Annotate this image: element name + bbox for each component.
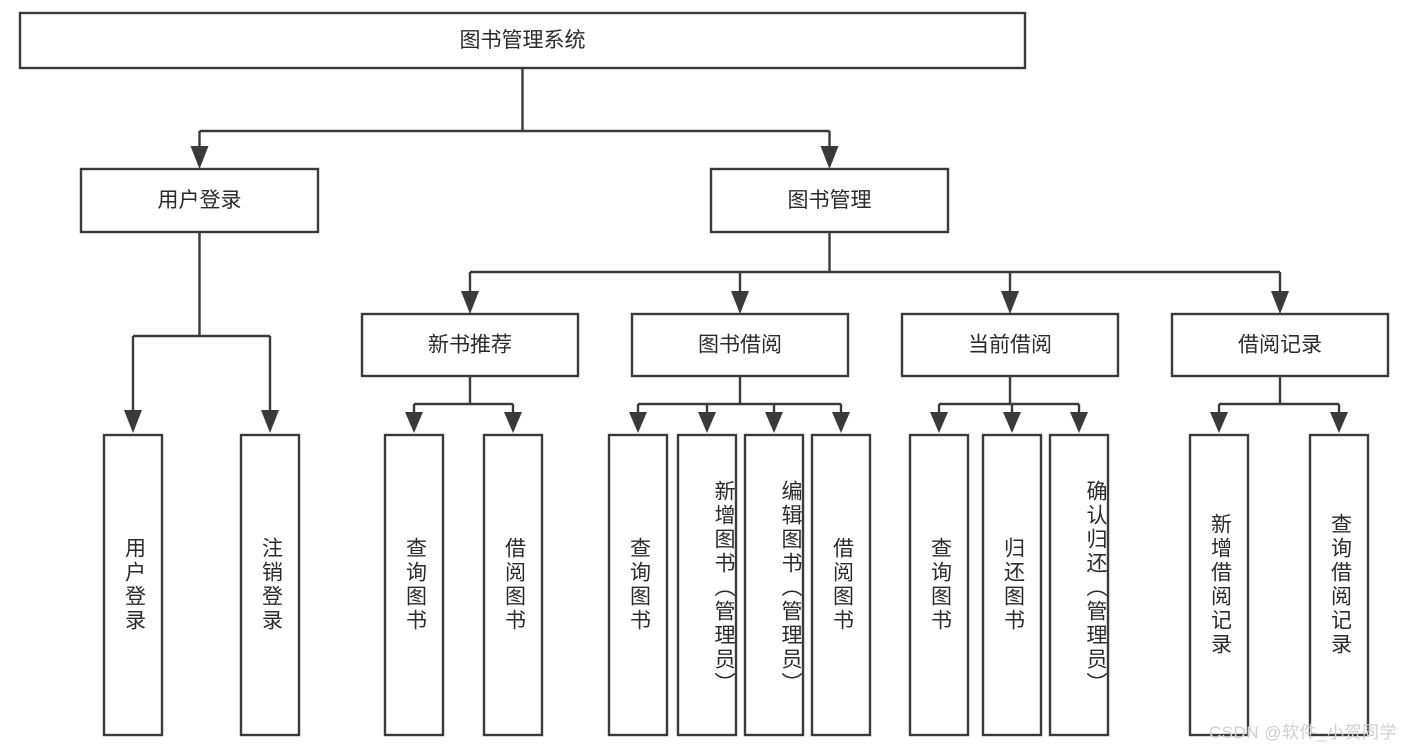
leaf-box-return-book[interactable] [981, 433, 1043, 737]
arrow-icon-book-manage [820, 146, 839, 169]
node-root[interactable]: 图书管理系统 [18, 11, 1027, 70]
leaf-box-borrow-book-2[interactable] [810, 433, 872, 737]
node-borrow-records-box[interactable] [1170, 312, 1390, 378]
arrow-icon-borrow [731, 291, 749, 314]
leaf-box-confirm-return[interactable] [1048, 433, 1110, 737]
node-user-login[interactable]: 用户登录 [79, 167, 320, 234]
leaf-box-add-book[interactable] [676, 433, 738, 737]
node-root-label: 图书管理系统 [460, 29, 586, 52]
node-new-book-recommend-label: 新书推荐 [428, 334, 512, 357]
node-user-login-label: 用户登录 [158, 189, 242, 212]
leaf-box-add-record[interactable] [1188, 433, 1250, 737]
node-book-manage-label: 图书管理 [788, 189, 872, 212]
leaf-box-group [102, 433, 1370, 737]
leaf-box-query-record[interactable] [1308, 433, 1370, 737]
arrow-icon-leaf-12 [1210, 412, 1228, 433]
arrow-icon-current [1001, 291, 1019, 314]
leaf-box-edit-book[interactable] [743, 433, 805, 737]
node-book-borrow[interactable]: 图书借阅 [630, 312, 850, 378]
arrow-icon-leaf-3 [405, 412, 423, 433]
connector-group [131, 68, 1341, 412]
node-current-borrow-label: 当前借阅 [968, 334, 1052, 357]
node-current-borrow[interactable]: 当前借阅 [900, 312, 1120, 378]
arrowhead-group [124, 146, 1348, 433]
arrow-icon-leaf-2 [261, 410, 279, 433]
watermark-text: CSDN @软件_小贺同学 [1208, 723, 1397, 742]
leaf-box-query-book-1[interactable] [383, 433, 445, 737]
arrow-icon-leaf-11 [1070, 412, 1088, 433]
leaf-box-borrow-book-1[interactable] [482, 433, 544, 737]
node-new-book-recommend[interactable]: 新书推荐 [360, 312, 580, 378]
node-book-manage-box[interactable] [709, 167, 950, 234]
node-borrow-records[interactable]: 借阅记录 [1170, 312, 1390, 378]
node-root-box[interactable] [18, 11, 1027, 70]
leaf-box-query-book-3[interactable] [908, 433, 970, 737]
leaf-box-logout[interactable] [239, 433, 301, 737]
arrow-icon-leaf-6 [698, 412, 716, 433]
node-user-login-box[interactable] [79, 167, 320, 234]
arrow-icon-leaf-9 [930, 412, 948, 433]
node-borrow-records-label: 借阅记录 [1238, 334, 1322, 357]
leaf-box-query-book-2[interactable] [607, 433, 669, 737]
node-book-borrow-box[interactable] [630, 312, 850, 378]
node-new-book-recommend-box[interactable] [360, 312, 580, 378]
arrow-icon-leaf-1 [124, 410, 142, 433]
arrow-icon-records [1271, 291, 1289, 314]
arrow-icon-user-login [190, 146, 209, 169]
arrow-icon-newbook [461, 291, 479, 314]
arrow-icon-leaf-13 [1330, 412, 1348, 433]
arrow-icon-leaf-7 [765, 412, 783, 433]
arrow-icon-leaf-8 [832, 412, 850, 433]
arrow-icon-leaf-10 [1003, 412, 1021, 433]
leaf-box-user-login[interactable] [102, 433, 164, 737]
node-current-borrow-box[interactable] [900, 312, 1120, 378]
arrow-icon-leaf-5 [629, 412, 647, 433]
arrow-icon-leaf-4 [504, 412, 522, 433]
node-book-borrow-label: 图书借阅 [698, 334, 782, 357]
node-book-manage[interactable]: 图书管理 [709, 167, 950, 234]
